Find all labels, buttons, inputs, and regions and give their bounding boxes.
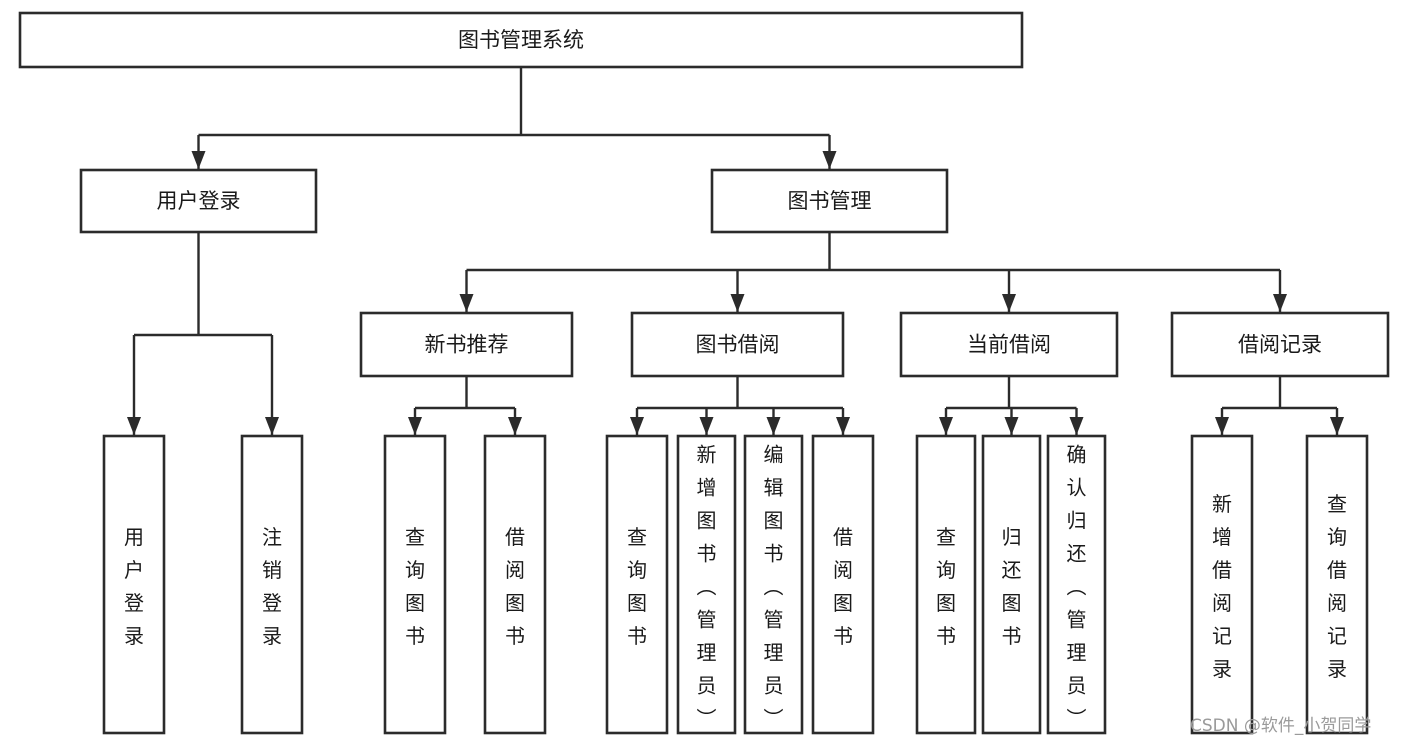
node-label-leaf-query-book-rec: 查询图书 bbox=[405, 525, 425, 648]
node-leaf-borrow-book-rec[interactable]: 借阅图书 bbox=[483, 434, 547, 735]
node-book-manage[interactable]: 图书管理 bbox=[710, 168, 949, 234]
node-leaf-add-book-admin[interactable]: 新增图书︵管理员︶ bbox=[676, 434, 737, 735]
node-new-book-recommend[interactable]: 新书推荐 bbox=[359, 311, 574, 378]
node-label-leaf-query-book-cur: 查询图书 bbox=[936, 525, 956, 648]
node-box-user-login bbox=[79, 168, 318, 234]
node-leaf-return-book[interactable]: 归还图书 bbox=[981, 434, 1042, 735]
node-box-root bbox=[18, 11, 1024, 69]
node-label-leaf-edit-book-admin: 编辑图书︵管理员︶ bbox=[764, 443, 784, 731]
node-current-borrow[interactable]: 当前借阅 bbox=[899, 311, 1119, 378]
node-label-leaf-add-borrow-record: 新增借阅记录 bbox=[1212, 492, 1232, 681]
node-label-book-borrow: 图书借阅 bbox=[696, 333, 780, 357]
node-book-borrow[interactable]: 图书借阅 bbox=[630, 311, 845, 378]
node-box-new-book-recommend bbox=[359, 311, 574, 378]
node-label-leaf-query-borrow-record: 查询借阅记录 bbox=[1327, 492, 1347, 681]
node-leaf-user-login[interactable]: 用户登录 bbox=[102, 434, 166, 735]
node-borrow-record[interactable]: 借阅记录 bbox=[1170, 311, 1390, 378]
node-box-leaf-edit-book-admin bbox=[743, 434, 804, 735]
node-box-leaf-query-borrow-record bbox=[1305, 434, 1369, 735]
node-label-leaf-return-book: 归还图书 bbox=[1002, 525, 1022, 648]
node-label-leaf-borrow-book-bor: 借阅图书 bbox=[833, 525, 853, 648]
node-box-book-manage bbox=[710, 168, 949, 234]
node-box-leaf-confirm-return-admin bbox=[1046, 434, 1107, 735]
node-box-leaf-return-book bbox=[981, 434, 1042, 735]
node-box-book-borrow bbox=[630, 311, 845, 378]
node-box-leaf-user-login bbox=[102, 434, 166, 735]
node-label-leaf-query-book-bor: 查询图书 bbox=[627, 525, 647, 648]
node-label-new-book-recommend: 新书推荐 bbox=[425, 333, 509, 357]
node-box-leaf-query-book-bor bbox=[605, 434, 669, 735]
node-label-leaf-add-book-admin: 新增图书︵管理员︶ bbox=[697, 443, 717, 731]
connectors-layer bbox=[127, 67, 1344, 435]
node-box-current-borrow bbox=[899, 311, 1119, 378]
node-label-current-borrow: 当前借阅 bbox=[967, 333, 1051, 357]
node-leaf-add-borrow-record[interactable]: 新增借阅记录 bbox=[1190, 434, 1254, 735]
node-label-leaf-logout: 注销登录 bbox=[262, 525, 282, 648]
node-box-leaf-logout bbox=[240, 434, 304, 735]
node-label-book-manage: 图书管理 bbox=[788, 189, 872, 213]
node-label-leaf-borrow-book-rec: 借阅图书 bbox=[505, 525, 525, 648]
node-leaf-logout[interactable]: 注销登录 bbox=[240, 434, 304, 735]
node-box-leaf-borrow-book-rec bbox=[483, 434, 547, 735]
node-leaf-query-book-bor[interactable]: 查询图书 bbox=[605, 434, 669, 735]
node-leaf-confirm-return-admin[interactable]: 确认归还︵管理员︶ bbox=[1046, 434, 1107, 735]
node-label-leaf-confirm-return-admin: 确认归还︵管理员︶ bbox=[1067, 443, 1087, 731]
nodes-layer: 图书管理系统用户登录图书管理新书推荐图书借阅当前借阅借阅记录用户登录注销登录查询… bbox=[18, 11, 1390, 735]
node-box-leaf-add-borrow-record bbox=[1190, 434, 1254, 735]
node-label-root: 图书管理系统 bbox=[458, 28, 584, 52]
node-box-borrow-record bbox=[1170, 311, 1390, 378]
node-leaf-borrow-book-bor[interactable]: 借阅图书 bbox=[811, 434, 875, 735]
node-box-leaf-query-book-rec bbox=[383, 434, 447, 735]
node-leaf-query-book-cur[interactable]: 查询图书 bbox=[915, 434, 977, 735]
node-label-borrow-record: 借阅记录 bbox=[1238, 333, 1322, 357]
node-leaf-edit-book-admin[interactable]: 编辑图书︵管理员︶ bbox=[743, 434, 804, 735]
node-user-login[interactable]: 用户登录 bbox=[79, 168, 318, 234]
node-label-user-login: 用户登录 bbox=[157, 189, 241, 213]
node-label-leaf-user-login: 用户登录 bbox=[124, 525, 144, 648]
node-box-leaf-query-book-cur bbox=[915, 434, 977, 735]
node-root[interactable]: 图书管理系统 bbox=[18, 11, 1024, 69]
node-leaf-query-book-rec[interactable]: 查询图书 bbox=[383, 434, 447, 735]
csdn-watermark: CSDN @软件_小贺同学 bbox=[1190, 716, 1371, 736]
node-box-leaf-borrow-book-bor bbox=[811, 434, 875, 735]
node-leaf-query-borrow-record[interactable]: 查询借阅记录 bbox=[1305, 434, 1369, 735]
node-box-leaf-add-book-admin bbox=[676, 434, 737, 735]
